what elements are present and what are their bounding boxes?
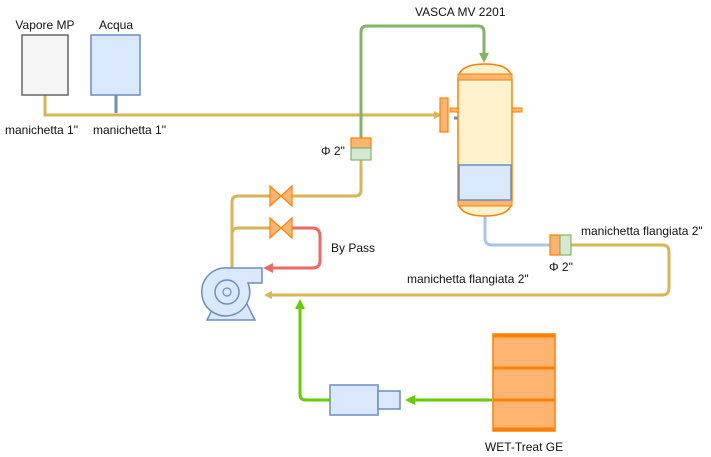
label-phi-top: Φ 2": [321, 144, 345, 158]
treatment-unit[interactable]: [329, 384, 401, 416]
tank-internal-box: [458, 164, 512, 201]
pipe-flange-to-valve: [292, 160, 363, 198]
pipe-green-to-tank-top: [359, 24, 489, 138]
flange-phi-right[interactable]: [549, 234, 572, 256]
valve-main[interactable]: [269, 184, 293, 208]
label-acqua: Acqua: [99, 18, 133, 32]
label-manichetta-flangiata-2: manichetta flangiata 2": [407, 272, 529, 286]
valve-bypass[interactable]: [269, 216, 293, 240]
pipe-bypass-red: [263, 226, 322, 273]
flange-phi-top[interactable]: [350, 137, 372, 161]
wet-treat-drum[interactable]: [492, 333, 556, 432]
acqua-tank[interactable]: [90, 34, 141, 96]
label-manichetta-2: manichetta 1": [93, 123, 166, 137]
label-vasca: VASCA MV 2201: [415, 5, 506, 19]
pipe-vapore-to-tank: [43, 95, 442, 119]
label-manichetta-1: manichetta 1": [5, 123, 78, 137]
pipe-flangiata-return: [264, 243, 671, 299]
pipe-unit-to-pump: [295, 299, 330, 402]
tank-inlet-flange: [439, 97, 449, 133]
pump-icon[interactable]: [200, 267, 263, 321]
pipe-tank-outlet: [483, 212, 550, 247]
label-manichetta-flangiata-1: manichetta flangiata 2": [581, 224, 703, 238]
label-bypass: By Pass: [331, 241, 375, 255]
vapore-mp-tank[interactable]: [21, 34, 69, 96]
label-wet-treat: WET-Treat GE: [485, 440, 563, 454]
label-vapore-mp: Vapore MP: [15, 18, 74, 32]
pipe-valve-to-pump: [230, 194, 270, 268]
pipe-bypass-tan: [230, 226, 270, 238]
label-phi-right: Φ 2": [549, 260, 573, 274]
